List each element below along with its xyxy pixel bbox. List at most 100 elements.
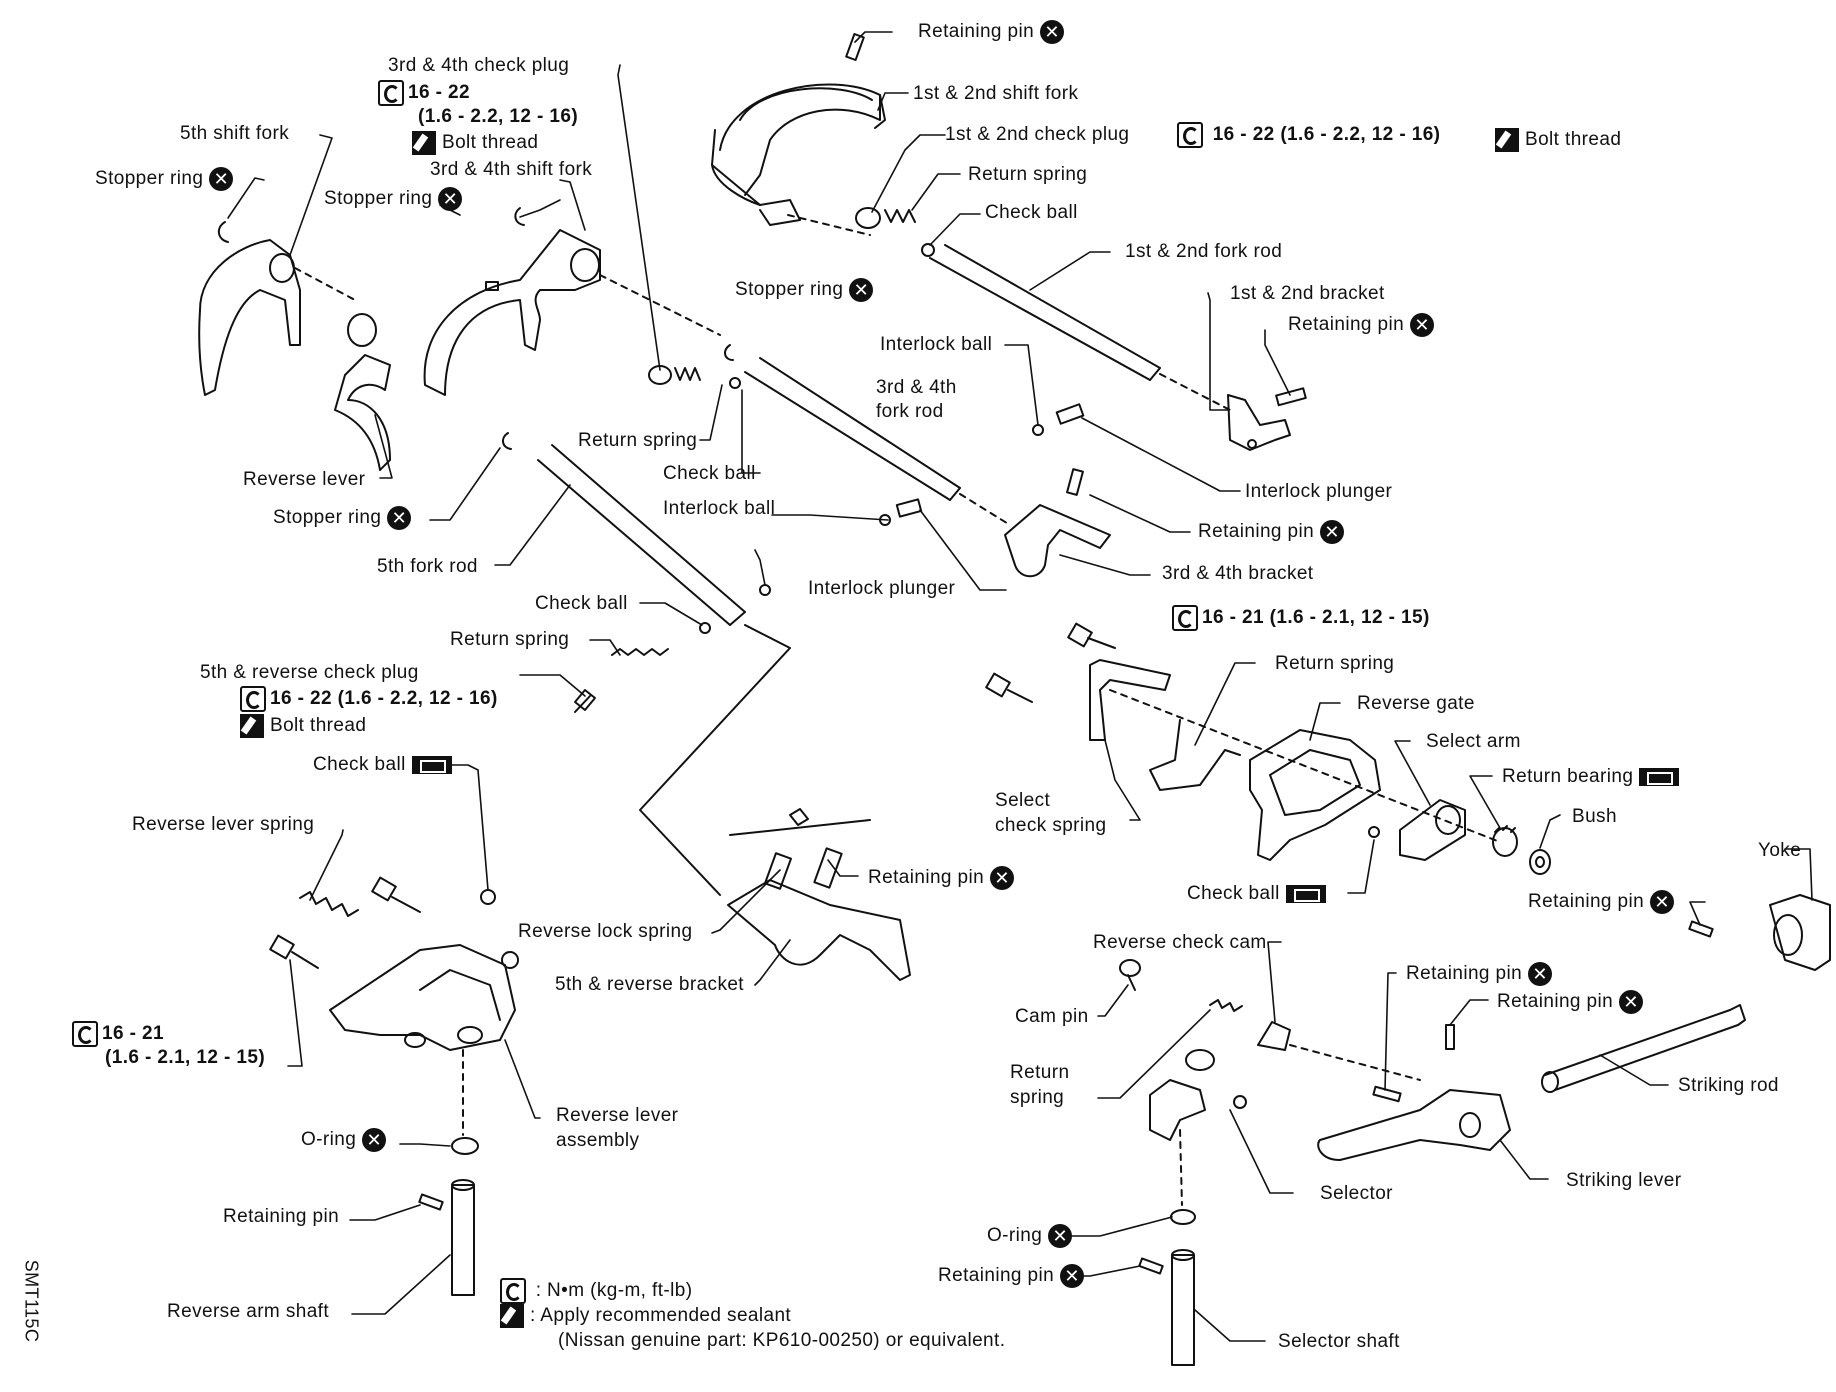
label-text: Check ball bbox=[313, 754, 406, 775]
circled-x-icon: ✕ bbox=[1060, 1264, 1085, 1288]
retaining-pin-lever-b-shape bbox=[1445, 1024, 1455, 1050]
label-interlock-plunger-mid: Interlock plunger bbox=[808, 578, 956, 599]
label-text: 16 - 22 bbox=[408, 82, 470, 104]
fifth-reverse-check-plug-shape bbox=[574, 648, 669, 713]
label-text: Stopper ring bbox=[95, 168, 204, 190]
label-interlock-ball-upper: Interlock ball bbox=[880, 334, 993, 355]
o-ring-right-shape bbox=[1170, 1209, 1196, 1225]
label-selector-shaft: Selector shaft bbox=[1278, 1331, 1400, 1352]
torque-wrench-icon bbox=[378, 80, 404, 106]
bolt-left-upper bbox=[371, 876, 421, 913]
select-check-spring-shape bbox=[1089, 659, 1171, 741]
label-text: Retaining pin bbox=[1198, 521, 1315, 543]
label-return-spring-right: Return spring bbox=[1275, 653, 1395, 674]
label-reverse-arm-shaft: Reverse arm shaft bbox=[167, 1301, 330, 1322]
first-second-bracket bbox=[1227, 387, 1307, 451]
retaining-pin-lever-a-shape bbox=[1372, 1085, 1402, 1103]
label-text: Bolt thread bbox=[270, 715, 367, 737]
label-check-ball-right: Check ball bbox=[1187, 883, 1326, 905]
label-return-spring-mid: Return spring bbox=[578, 430, 698, 451]
label-return-spring-top: Return spring bbox=[968, 164, 1088, 185]
circled-x-icon: ✕ bbox=[1320, 520, 1345, 544]
label-text: Retaining pin bbox=[868, 867, 985, 889]
label-retaining-pin-reverse: Retaining pin✕ bbox=[868, 866, 1015, 890]
label-select-check-spring-a: Select bbox=[995, 790, 1051, 811]
fifth-shift-fork bbox=[198, 239, 356, 396]
bolt-left-lower bbox=[269, 934, 319, 969]
label-o-ring-left: O-ring✕ bbox=[301, 1128, 387, 1152]
first-second-fork-rod bbox=[929, 244, 1231, 411]
label-check-ball-top: Check ball bbox=[985, 202, 1078, 223]
reverse-lever-shape bbox=[334, 313, 391, 471]
torque-wrench-icon bbox=[72, 1021, 98, 1047]
label-fifth-reverse-check-plug: 5th & reverse check plug bbox=[200, 662, 419, 683]
reverse-lever-assembly bbox=[329, 944, 519, 1051]
selector-shaft-shape bbox=[1171, 1249, 1195, 1366]
circled-x-icon: ✕ bbox=[1650, 890, 1675, 914]
label-striking-rod: Striking rod bbox=[1678, 1075, 1779, 1096]
label-text: 16 - 22 (1.6 - 2.2, 12 - 16) bbox=[1212, 124, 1441, 146]
label-stopper-ring-lower: Stopper ring✕ bbox=[273, 506, 412, 530]
label-retaining-pin-bracket: Retaining pin✕ bbox=[1288, 313, 1435, 337]
label-text: Retaining pin bbox=[918, 21, 1035, 43]
cam-pin-shape bbox=[1119, 959, 1141, 991]
label-return-spring-lower: Return spring bbox=[450, 629, 570, 650]
label-torque-16-21-left-a: 16 - 21 bbox=[72, 1021, 164, 1047]
legend-sealant-part: (Nissan genuine part: KP610-00250) or eq… bbox=[558, 1330, 1006, 1351]
retaining-pin-top-shape bbox=[845, 33, 865, 61]
figure-id: SMT115C bbox=[21, 1259, 42, 1343]
yoke-shape bbox=[1769, 894, 1831, 971]
sealant-icon bbox=[1495, 128, 1519, 152]
label-third-fourth-check-plug: 3rd & 4th check plug bbox=[388, 55, 570, 76]
label-check-ball-mid: Check ball bbox=[663, 463, 756, 484]
label-torque-16-21-left-b: (1.6 - 2.1, 12 - 15) bbox=[105, 1047, 266, 1068]
label-select-arm: Select arm bbox=[1426, 731, 1521, 752]
label-retaining-pin-yoke: Retaining pin✕ bbox=[1528, 890, 1675, 914]
label-text: Stopper ring bbox=[324, 188, 433, 210]
interlock-ball-lower-shape bbox=[759, 584, 771, 596]
label-text: Retaining pin bbox=[1528, 891, 1645, 913]
label-reverse-lock-spring: Reverse lock spring bbox=[518, 921, 693, 942]
check-ball-right-shape bbox=[1368, 826, 1380, 838]
circled-x-icon: ✕ bbox=[1619, 990, 1644, 1014]
label-first-second-torque: 16 - 22 (1.6 - 2.2, 12 - 16) bbox=[1177, 122, 1440, 148]
torque-wrench-icon bbox=[240, 686, 266, 712]
grease-icon bbox=[411, 755, 452, 774]
reverse-arm-shaft-shape bbox=[451, 1179, 475, 1296]
third-fourth-fork-rod bbox=[744, 357, 1011, 526]
reverse-lever-spring-shape bbox=[299, 891, 359, 917]
torque-wrench-icon bbox=[500, 1278, 526, 1304]
circled-x-icon: ✕ bbox=[1528, 962, 1553, 986]
label-reverse-lever-assembly-b: assembly bbox=[556, 1130, 640, 1151]
interlock-plunger-upper-shape bbox=[1055, 403, 1085, 425]
label-cam-pin: Cam pin bbox=[1015, 1006, 1089, 1027]
label-text: O-ring bbox=[987, 1225, 1043, 1247]
legend-text: : N•m (kg-m, ft-lb) bbox=[535, 1280, 693, 1302]
label-text: O-ring bbox=[301, 1129, 357, 1151]
label-yoke: Yoke bbox=[1758, 840, 1802, 861]
circled-x-icon: ✕ bbox=[849, 278, 874, 302]
circled-x-icon: ✕ bbox=[387, 506, 412, 530]
retaining-pin-selector-shape bbox=[1138, 1257, 1164, 1275]
label-text: Retaining pin bbox=[1406, 963, 1523, 985]
reverse-gate-shape bbox=[1249, 729, 1381, 861]
retaining-pin-yoke-shape bbox=[1688, 920, 1714, 938]
label-check-ball-lower: Check ball bbox=[535, 593, 628, 614]
label-bolt-thread-left: Bolt thread bbox=[412, 131, 538, 155]
third-fourth-shift-fork bbox=[423, 229, 721, 396]
label-bolt-thread-lower: Bolt thread bbox=[240, 714, 366, 738]
label-reverse-lever-assembly-a: Reverse lever bbox=[556, 1105, 679, 1126]
label-third-fourth-fork-rod-b: fork rod bbox=[876, 401, 944, 422]
label-third-fourth-bracket: 3rd & 4th bracket bbox=[1162, 563, 1314, 584]
label-retaining-pin-left-shaft: Retaining pin bbox=[223, 1206, 340, 1227]
legend-torque: : N•m (kg-m, ft-lb) bbox=[500, 1278, 692, 1304]
label-retaining-pin-lever-a: Retaining pin✕ bbox=[1406, 962, 1553, 986]
label-text: Bolt thread bbox=[442, 132, 539, 154]
label-third-fourth-fork-rod-a: 3rd & 4th bbox=[876, 377, 957, 398]
legend-text: : Apply recommended sealant bbox=[530, 1305, 792, 1327]
label-text: Retaining pin bbox=[938, 1265, 1055, 1287]
circled-x-icon: ✕ bbox=[1410, 313, 1435, 337]
label-text: Stopper ring bbox=[735, 279, 844, 301]
check-ball-grease-shape bbox=[480, 889, 496, 905]
o-ring-left-shape bbox=[451, 1137, 479, 1155]
